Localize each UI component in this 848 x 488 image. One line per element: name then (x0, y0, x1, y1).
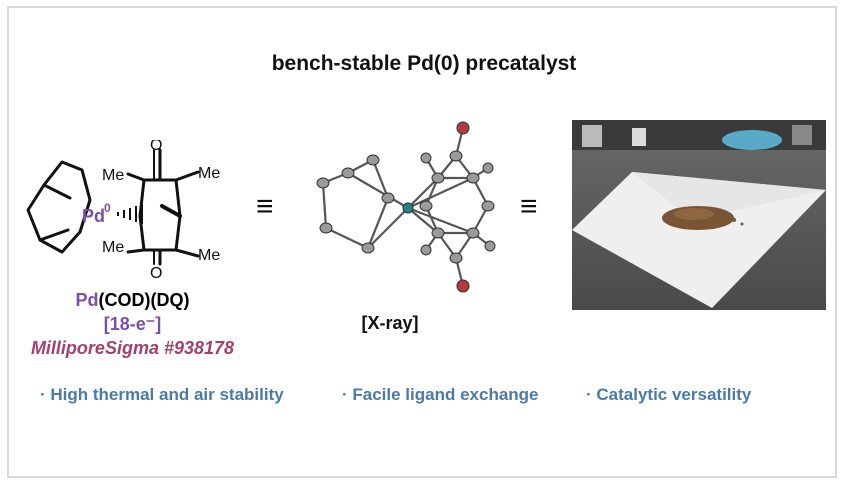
pd-cod-dq-structure: Pd 0 Me Me Me Me O O (26, 140, 220, 280)
oxygen-atom-top (456, 121, 470, 135)
feature-thermal-stability: · High thermal and air stability (40, 385, 284, 404)
pd-oxidation-state: 0 (104, 201, 111, 215)
compound-name-pd: Pd (75, 290, 99, 310)
powder-photo (572, 120, 826, 310)
oxygen-label-bottom: O (150, 265, 162, 280)
methyl-label-bottom-right: Me (198, 247, 220, 264)
methyl-label-top-left: Me (102, 167, 124, 184)
oxygen-label-top: O (150, 140, 162, 154)
methyl-label-top-right: Me (198, 165, 220, 182)
equivalence-symbol-left: ≡ (256, 190, 274, 223)
pd-atom (402, 202, 414, 214)
methyl-label-bottom-left: Me (102, 239, 124, 256)
electron-count: [18-e⁻] (103, 314, 162, 334)
pd-atom-label: Pd (82, 206, 105, 226)
xray-label: [X-ray] (361, 313, 419, 333)
equivalence-symbol-right: ≡ (520, 190, 538, 223)
catalog-number: MilliporeSigma #938178 (30, 338, 235, 358)
xray-structure (316, 121, 496, 293)
feature-catalytic-versatility: · Catalytic versatility (586, 385, 752, 404)
feature-ligand-exchange: · Facile ligand exchange (342, 385, 539, 404)
oxygen-atom-bottom (456, 279, 470, 293)
figure-title: bench-stable Pd(0) precatalyst (271, 52, 577, 75)
compound-name-ligands: (COD)(DQ) (98, 290, 190, 310)
compound-name: Pd(COD)(DQ) (0, 290, 265, 311)
